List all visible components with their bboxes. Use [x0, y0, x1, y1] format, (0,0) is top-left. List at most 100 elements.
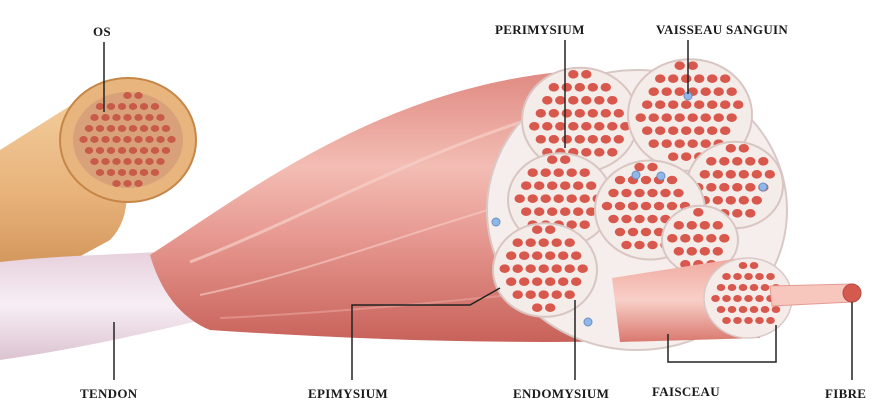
muscle-fiber-cell [547, 181, 557, 190]
label-epimysium: EPIMYSIUM [308, 386, 388, 402]
muscle-fiber-cell [714, 87, 724, 96]
muscle-fiber-cell [545, 277, 555, 286]
marrow-cell [90, 158, 98, 165]
muscle-fiber-cell [615, 202, 625, 211]
marrow-cell [85, 125, 93, 132]
fibre-strand [770, 284, 852, 306]
muscle-fiber-cell [681, 126, 691, 135]
marrow-cell [134, 136, 142, 143]
muscle-fiber-cell [647, 241, 657, 250]
muscle-fiber-cell [641, 202, 651, 211]
muscle-fiber-cell [532, 225, 542, 234]
bundle-fiber-cell [750, 306, 759, 313]
muscle-fiber-cell [634, 241, 644, 250]
marrow-cell [156, 158, 164, 165]
muscle-fiber-cell [700, 247, 710, 256]
bundle-fiber-cell [722, 273, 731, 280]
muscle-fiber-cell [575, 135, 585, 144]
muscle-fiber-cell [701, 113, 711, 122]
marrow-cell [79, 136, 87, 143]
muscle-fiber-cell [706, 183, 716, 192]
bundle-fiber-cell [744, 273, 753, 280]
marrow-cell [118, 169, 126, 176]
muscle-fiber-cell [521, 207, 531, 216]
marrow-cell [134, 180, 142, 187]
muscle-fiber-cell [636, 113, 646, 122]
label-vaisseau-sanguin: VAISSEAU SANGUIN [656, 22, 788, 38]
muscle-fiber-cell [713, 170, 723, 179]
muscle-fiber-cell [662, 139, 672, 148]
marrow-cell [129, 169, 137, 176]
label-perimysium: PERIMYSIUM [495, 22, 585, 38]
muscle-fiber-cell [547, 207, 557, 216]
marrow-cell [151, 125, 159, 132]
muscle-fiber-cell [565, 264, 575, 273]
muscle-fiber-cell [581, 122, 591, 131]
muscle-fiber-cell [555, 96, 565, 105]
muscle-fiber-cell [700, 170, 710, 179]
muscle-fiber-cell [562, 135, 572, 144]
bundle-fiber-cell [750, 262, 759, 269]
muscle-fiber-cell [532, 303, 542, 312]
muscle-fiber-cell [687, 247, 697, 256]
muscle-fiber-cell [719, 183, 729, 192]
muscle-fiber-cell [649, 113, 659, 122]
muscle-fiber-cell [545, 225, 555, 234]
muscle-fiber-cell [642, 126, 652, 135]
muscle-fiber-cell [701, 139, 711, 148]
bundle-fiber-cell [728, 284, 737, 291]
marrow-cell [118, 125, 126, 132]
fibre-end [843, 284, 861, 302]
muscle-fiber-cell [545, 251, 555, 260]
muscle-fiber-cell [578, 264, 588, 273]
marrow-cell [123, 180, 131, 187]
muscle-fiber-cell [526, 238, 536, 247]
muscle-fiber-cell [580, 220, 590, 229]
muscle-fiber-cell [528, 194, 538, 203]
marrow-cell [140, 125, 148, 132]
muscle-fiber-cell [713, 196, 723, 205]
marrow-cell [96, 169, 104, 176]
muscle-fiber-cell [758, 157, 768, 166]
muscle-fiber-cell [647, 215, 657, 224]
marrow-cell [101, 114, 109, 121]
muscle-fiber-cell [601, 83, 611, 92]
muscle-fiber-cell [581, 70, 591, 79]
muscle-fiber-cell [726, 196, 736, 205]
marrow-cell [140, 147, 148, 154]
muscle-fiber-cell [634, 215, 644, 224]
marrow-cell [129, 147, 137, 154]
muscle-fibre [770, 284, 861, 306]
bundle-fiber-cell [733, 273, 742, 280]
muscle-fiber-cell [707, 100, 717, 109]
marrow-cell [118, 103, 126, 110]
bundle-fiber-cell [717, 284, 726, 291]
marrow-cell [101, 136, 109, 143]
muscle-fiber-cell [588, 135, 598, 144]
marrow-cell [101, 158, 109, 165]
muscle-fiber-cell [667, 202, 677, 211]
muscle-fiber-cell [547, 155, 557, 164]
marrow-cell [107, 125, 115, 132]
bundle-fiber-cell [766, 317, 775, 324]
muscle-fiber-cell [681, 100, 691, 109]
muscle-fiber-cell [567, 194, 577, 203]
muscle-fiber-cell [720, 100, 730, 109]
muscle-fiber-cell [621, 189, 631, 198]
muscle-fiber-cell [549, 83, 559, 92]
muscle-fiber-cell [727, 113, 737, 122]
marrow-cell [140, 169, 148, 176]
muscle-fiber-cell [536, 109, 546, 118]
muscle-fiber-cell [549, 109, 559, 118]
muscle-fiber-cell [642, 100, 652, 109]
bundle-fiber-cell [761, 284, 770, 291]
muscle-fiber-cell [601, 135, 611, 144]
muscle-fiber-cell [519, 277, 529, 286]
muscle-fiber-cell [693, 208, 703, 217]
muscle-fiber-cell [601, 109, 611, 118]
marrow-cell [85, 147, 93, 154]
muscle-fiber-cell [558, 277, 568, 286]
muscle-fiber-cell [739, 170, 749, 179]
muscle-fiber-cell [560, 181, 570, 190]
muscle-fiber-cell [701, 87, 711, 96]
